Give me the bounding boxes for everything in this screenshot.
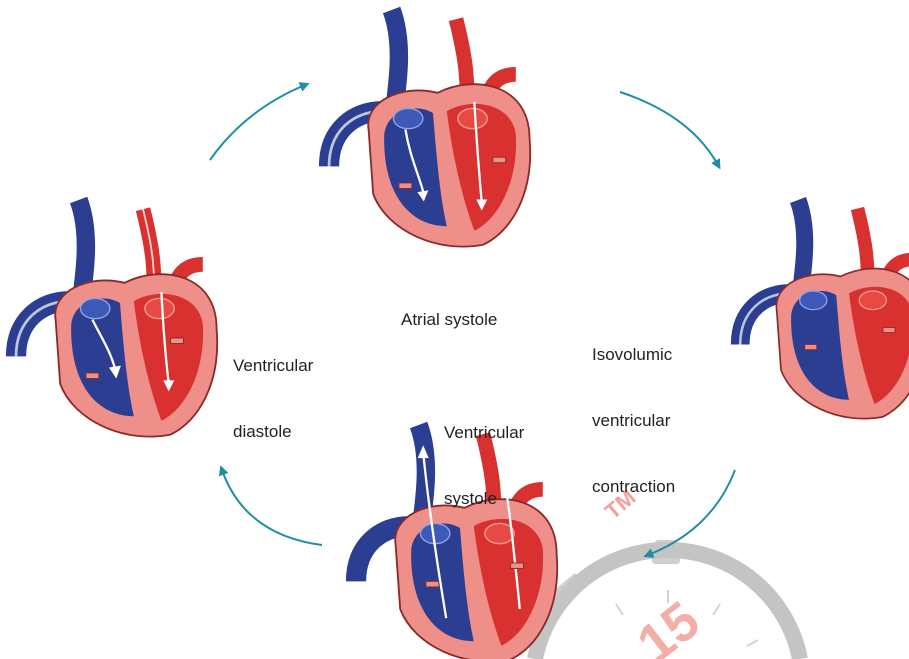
heart-isovolumic-contraction-icon (740, 200, 909, 419)
label-atrial-systole-line-1: Atrial systole (401, 309, 497, 331)
watermark-number: 15 (626, 590, 710, 659)
cycle-arrow-top-right (620, 92, 718, 165)
cycle-arrow-bottom-left (222, 470, 322, 545)
label-ventricular-diastole: Ventricular diastole (233, 311, 313, 465)
label-atrial-systole: Atrial systole (401, 265, 497, 353)
heart-atrial-systole-icon (329, 10, 530, 247)
label-ventricular-systole-line-2: systole (444, 488, 524, 510)
label-ventricular-diastole-line-2: diastole (233, 421, 313, 443)
label-ventricular-systole-line-1: Ventricular (444, 422, 524, 444)
heart-ventricular-diastole-icon (16, 200, 217, 437)
label-ventricular-diastole-line-1: Ventricular (233, 355, 313, 377)
label-isovolumic-contraction: Isovolumic ventricular contraction (592, 300, 675, 520)
label-isovolumic-line-1: Isovolumic (592, 344, 675, 366)
label-ventricular-systole: Ventricular systole (444, 378, 524, 532)
label-isovolumic-line-2: ventricular (592, 410, 675, 432)
cycle-arrow-top-left (210, 85, 305, 160)
label-isovolumic-line-3: contraction (592, 476, 675, 498)
